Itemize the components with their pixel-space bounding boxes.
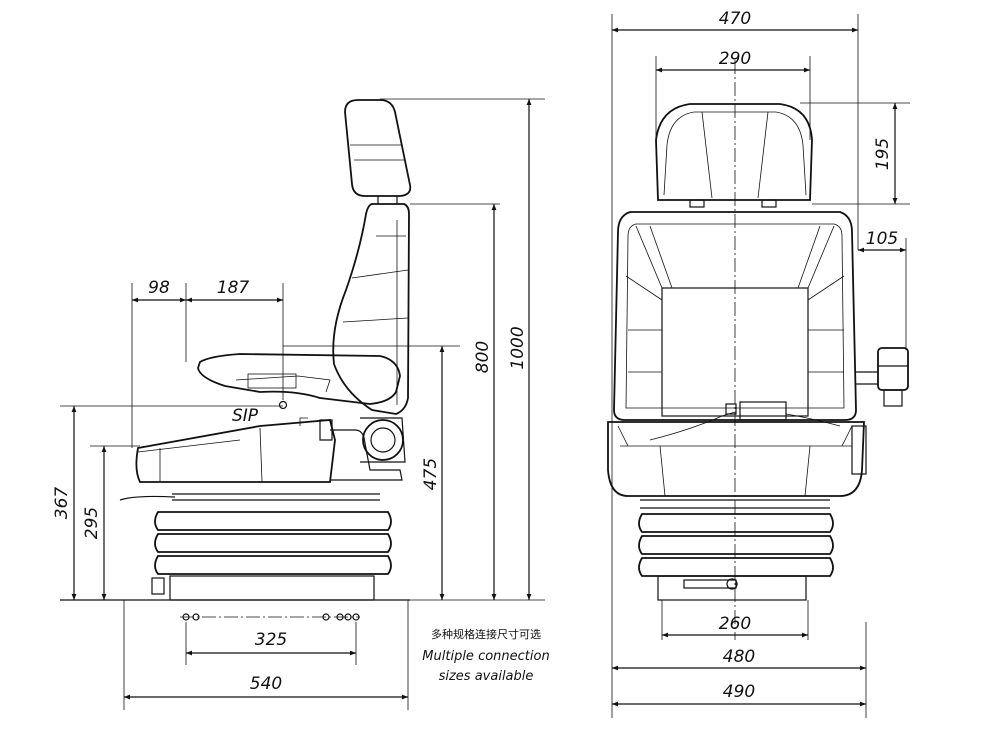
dim-260: 260: [719, 614, 751, 634]
dim-290: 290: [719, 49, 751, 69]
note-english-line2: sizes available: [439, 669, 534, 684]
front-extension-lines: [611, 14, 910, 718]
side-backrest: [332, 203, 410, 415]
side-seat-cushion: [197, 353, 401, 410]
note-english-line1: Multiple connection: [422, 649, 549, 664]
side-cable: [119, 495, 176, 501]
dim-1000: 1000: [508, 326, 528, 369]
front-armrest: [856, 347, 909, 407]
dim-367: 367: [52, 487, 72, 520]
dim-98: 98: [148, 278, 170, 298]
side-extension-lines: [60, 98, 545, 710]
front-seat-cushion: [607, 401, 867, 497]
dim-187: 187: [217, 278, 250, 298]
dim-800: 800: [473, 341, 493, 373]
side-bellows: [151, 493, 392, 601]
front-headrest: [655, 103, 813, 208]
side-base-housing: [135, 417, 406, 483]
dim-105: 105: [866, 229, 898, 249]
dim-540: 540: [250, 674, 282, 694]
dim-195: 195: [873, 138, 893, 170]
dim-295: 295: [82, 507, 102, 539]
dim-490: 490: [723, 682, 755, 702]
side-mount-holes: [180, 613, 360, 621]
dim-475: 475: [421, 458, 441, 490]
dim-470: 470: [719, 9, 751, 29]
sip-label: SIP: [232, 406, 259, 426]
dim-480: 480: [723, 647, 755, 667]
note-chinese: 多种规格连接尺寸可选: [431, 627, 541, 641]
front-dimension-lines: [612, 27, 906, 707]
side-view: 98 187 SIP 367 295 475 800 1000 325 540 …: [52, 98, 550, 710]
dim-325: 325: [255, 630, 287, 650]
side-dimension-lines: [71, 99, 532, 700]
front-backrest: [613, 211, 857, 421]
front-bellows: [638, 499, 834, 601]
front-view: 470 290 195 105 260 480 490: [607, 9, 910, 718]
side-headrest: [344, 99, 412, 204]
